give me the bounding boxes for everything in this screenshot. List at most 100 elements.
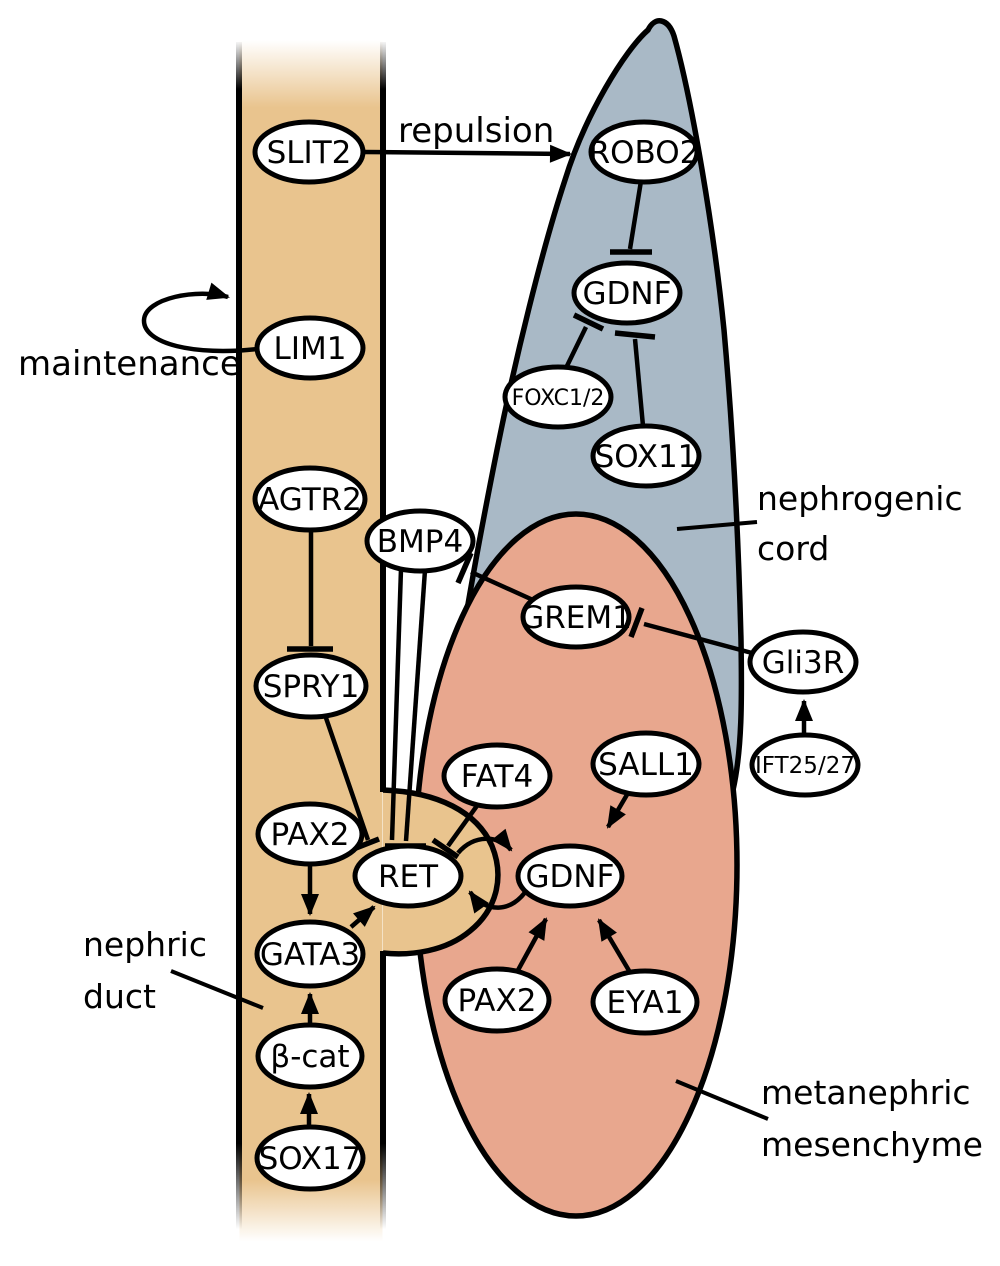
metanephric-mesenchyme-label-line2: mesenchyme bbox=[761, 1125, 983, 1164]
foxc12-label: FOXC1/2 bbox=[512, 386, 605, 411]
node-lim1: LIM1 bbox=[254, 315, 366, 381]
pax2-mm-ellipse bbox=[442, 966, 552, 1034]
node-gli3r: Gli3R bbox=[747, 629, 859, 695]
maintenance-label: maintenance bbox=[18, 344, 241, 384]
ift2527-ellipse bbox=[749, 732, 861, 798]
gli3r-ellipse bbox=[747, 629, 859, 695]
nephrogenic-cord-label-line2: cord bbox=[757, 529, 829, 568]
edge-robo2-gdnf bbox=[627, 180, 644, 250]
agtr2-ellipse bbox=[252, 465, 368, 533]
metanephric-mesenchyme-label-line1: metanephric bbox=[761, 1073, 971, 1112]
edge-ret-gdnf-upper bbox=[456, 828, 513, 855]
node-agtr2: AGTR2 bbox=[252, 465, 368, 533]
node-gdnf-mm: GDNF bbox=[515, 843, 625, 909]
sall1-ellipse bbox=[590, 730, 702, 798]
pax2-duct-label: PAX2 bbox=[271, 817, 350, 853]
node-sall1: SALL1 bbox=[590, 730, 702, 798]
tbar-foxc12-gdnf bbox=[572, 312, 605, 332]
foxc12-ellipse bbox=[502, 364, 614, 430]
bmp4-ellipse bbox=[364, 508, 476, 574]
nephric-duct-label: nephric duct bbox=[83, 925, 207, 1016]
gdnf-cord-label: GDNF bbox=[583, 276, 672, 312]
node-bmp4: BMP4 bbox=[364, 508, 476, 574]
tbar-sox11-gdnf bbox=[614, 330, 656, 340]
nephric-duct-label-line1: nephric bbox=[83, 925, 207, 964]
node-gdnf-cord: GDNF bbox=[571, 260, 683, 326]
gata3-ellipse bbox=[254, 919, 366, 989]
grem1-label: GREM1 bbox=[520, 600, 632, 636]
nephrogenic-cord-label: nephrogenic cord bbox=[757, 479, 963, 568]
bmp4-label: BMP4 bbox=[377, 524, 463, 560]
edge-gli3r-grem1 bbox=[643, 621, 753, 656]
node-ift2527: IFT25/27 bbox=[749, 732, 861, 798]
pax2-duct-ellipse bbox=[255, 801, 365, 867]
edge-sall1-gdnf bbox=[606, 791, 630, 829]
gata3-label: GATA3 bbox=[260, 937, 360, 973]
bcat-label: β-cat bbox=[270, 1039, 349, 1075]
pointer-nephrogenic-cord bbox=[676, 520, 758, 531]
robo2-ellipse bbox=[588, 119, 700, 185]
edge-bmp4-ret-1 bbox=[389, 568, 404, 841]
edge-eya1-gdnf bbox=[597, 918, 633, 976]
robo2-label: ROBO2 bbox=[589, 135, 700, 171]
lim1-ellipse bbox=[254, 315, 366, 381]
nodes: SLIT2 ROBO2 GDNF FOXC1/2 SOX11 LIM1 AGTR… bbox=[252, 119, 861, 1192]
node-pax2-duct: PAX2 bbox=[255, 801, 365, 867]
tbar-gli3r-grem1 bbox=[628, 607, 645, 638]
slit2-label: SLIT2 bbox=[267, 135, 352, 171]
nephric-duct-label-line2: duct bbox=[83, 977, 156, 1016]
eya1-label: EYA1 bbox=[606, 985, 683, 1021]
tbar-grem1-bmp4 bbox=[455, 551, 474, 585]
gdnf-mm-label: GDNF bbox=[526, 859, 615, 895]
metanephric-mesenchyme-label: metanephric mesenchyme bbox=[761, 1073, 983, 1164]
fat4-ellipse bbox=[441, 742, 553, 810]
sox11-ellipse bbox=[590, 423, 702, 489]
node-robo2: ROBO2 bbox=[588, 119, 700, 185]
node-gata3: GATA3 bbox=[254, 919, 366, 989]
edge-pax2mm-gdnf bbox=[515, 917, 548, 974]
sox17-label: SOX17 bbox=[259, 1141, 362, 1177]
edge-gdnf-ret-lower bbox=[468, 886, 530, 914]
node-sox11: SOX11 bbox=[590, 423, 702, 489]
gdnf-mm-ellipse bbox=[515, 843, 625, 909]
pax2-mm-label: PAX2 bbox=[458, 983, 537, 1019]
node-foxc12: FOXC1/2 bbox=[502, 364, 614, 430]
pointer-nephric-duct bbox=[170, 969, 264, 1010]
edge-lim1-selfloop bbox=[141, 282, 258, 354]
node-pax2-mm: PAX2 bbox=[442, 966, 552, 1034]
node-eya1: EYA1 bbox=[590, 968, 700, 1036]
ret-ellipse bbox=[352, 843, 464, 909]
agtr2-label: AGTR2 bbox=[258, 482, 362, 518]
node-bcat: β-cat bbox=[255, 1022, 365, 1090]
edge-foxc12-gdnf bbox=[563, 326, 589, 369]
eya1-ellipse bbox=[590, 968, 700, 1036]
node-sox17: SOX17 bbox=[254, 1124, 366, 1192]
node-fat4: FAT4 bbox=[441, 742, 553, 810]
ret-label: RET bbox=[378, 859, 439, 895]
node-ret: RET bbox=[352, 843, 464, 909]
fat4-label: FAT4 bbox=[461, 759, 533, 795]
node-slit2: SLIT2 bbox=[252, 119, 366, 185]
tbar-fat4-ret bbox=[431, 837, 460, 860]
gli3r-label: Gli3R bbox=[762, 645, 845, 681]
edge-grem1-bmp4 bbox=[470, 569, 534, 603]
edge-fat4-ret bbox=[446, 801, 481, 848]
ureteric-bud-outline bbox=[382, 787, 501, 957]
node-spry1: SPRY1 bbox=[253, 652, 369, 720]
edge-spry1-ret bbox=[322, 714, 371, 841]
edge-slit2-robo2 bbox=[362, 144, 572, 163]
grem1-ellipse bbox=[520, 584, 632, 650]
repulsion-label: repulsion bbox=[398, 111, 554, 151]
node-grem1: GREM1 bbox=[520, 584, 632, 650]
sox11-label: SOX11 bbox=[595, 439, 698, 475]
nephrogenic-cord-label-line1: nephrogenic bbox=[757, 479, 963, 518]
pointer-metanephric-mesenchyme bbox=[675, 1079, 769, 1121]
sox17-ellipse bbox=[254, 1124, 366, 1192]
bcat-ellipse bbox=[255, 1022, 365, 1090]
sall1-label: SALL1 bbox=[598, 747, 694, 783]
edge-bmp4-ret-2 bbox=[403, 569, 428, 842]
gdnf-cord-ellipse bbox=[571, 260, 683, 326]
edge-sox11-gdnf bbox=[632, 338, 646, 427]
